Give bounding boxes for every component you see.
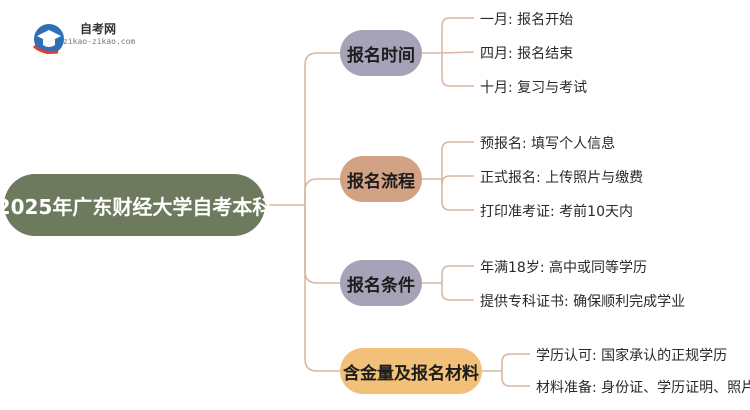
leaf-print-admission-ticket: 打印准考证: 考前10天内 <box>480 204 633 220</box>
leaf-connector-0-1 <box>441 51 475 54</box>
leaf-connector-1-1 <box>441 175 474 185</box>
leaf-connector-1-0 <box>441 141 474 179</box>
branch-value-and-materials: 含金量及报名材料 <box>340 348 482 394</box>
leaf-april: 四月: 报名结束 <box>480 46 574 62</box>
leaf-october: 十月: 复习与考试 <box>480 80 588 96</box>
leaf-connector-2-1 <box>441 283 474 301</box>
logo-url: zikao-zikao.com <box>63 37 136 46</box>
leaf-age-requirement: 年满18岁: 高中或同等学历 <box>480 260 647 276</box>
leaf-connector-3-0 <box>501 353 530 371</box>
branch-registration-process: 报名流程 <box>340 156 422 202</box>
leaf-connector-0-2 <box>441 53 474 87</box>
branch-registration-time: 报名时间 <box>340 30 422 76</box>
leaf-diploma-requirement: 提供专科证书: 确保顺利完成学业 <box>480 294 686 310</box>
leaf-connector-0-0 <box>441 17 474 53</box>
branch-connector-0 <box>304 52 340 205</box>
graduation-cap-icon <box>32 24 64 54</box>
leaf-pre-registration: 预报名: 填写个人信息 <box>480 136 616 152</box>
leaf-connector-2-0 <box>441 265 474 283</box>
branch-connector-2 <box>304 205 340 284</box>
leaf-connector-3-1 <box>501 371 530 387</box>
branch-connector-1 <box>304 178 340 205</box>
leaf-material-preparation: 材料准备: 身份证、学历证明、照片 <box>536 380 750 396</box>
branch-registration-conditions: 报名条件 <box>340 260 422 306</box>
leaf-formal-registration: 正式报名: 上传照片与缴费 <box>480 170 644 186</box>
leaf-degree-recognition: 学历认可: 国家承认的正规学历 <box>536 348 728 364</box>
root-node: 2025年广东财经大学自考本科 <box>0 174 272 236</box>
site-logo[interactable] <box>32 20 142 60</box>
branch-connector-3 <box>304 205 340 372</box>
leaf-january: 一月: 报名开始 <box>480 12 574 28</box>
leaf-connector-1-2 <box>441 179 474 211</box>
logo-title: 自考网 <box>80 22 117 36</box>
